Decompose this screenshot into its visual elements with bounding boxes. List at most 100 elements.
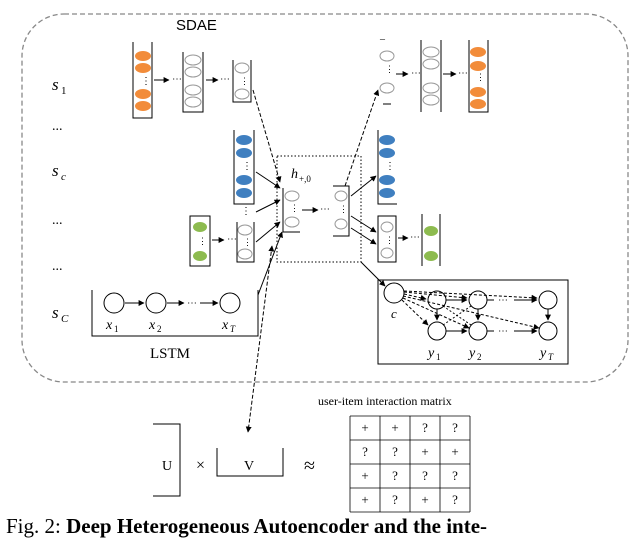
matrix-cell: +: [361, 420, 368, 435]
svg-text:+,0: +,0: [299, 174, 311, 184]
orange-unit: [135, 101, 151, 111]
svg-text:⋯: ⋯: [172, 74, 182, 85]
orange-unit: [135, 89, 151, 99]
orange-unit: [470, 47, 486, 57]
sdae-decoder-s1: _ ⋮ ⋯ ⋯ ⋮: [379, 30, 489, 113]
shared-hidden-layer: h +,0 ⋮ ⋯ ⋮: [276, 155, 362, 263]
svg-text:⋮: ⋮: [385, 64, 394, 74]
svg-text:h: h: [291, 167, 298, 182]
svg-text:y: y: [467, 346, 476, 361]
orange-unit: [135, 51, 151, 61]
caption-title: Deep Heterogeneous Autoencoder and the i…: [66, 514, 488, 538]
matrix-title: user-item interaction matrix: [318, 394, 452, 408]
svg-text:⋯: ⋯: [187, 298, 197, 309]
matrix-cell: ?: [452, 468, 458, 483]
green-unit: [424, 226, 438, 236]
sdae-label: SDAE: [176, 17, 217, 34]
matrix-cell: +: [361, 492, 368, 507]
svg-text:x: x: [105, 318, 113, 333]
sdae-encoder-green: ⋮ ⋯ ⋮: [189, 215, 255, 267]
approx-sign: ≈: [304, 455, 315, 477]
svg-text:_: _: [379, 30, 386, 41]
matrix-cell: ?: [452, 420, 458, 435]
matrix-cell: +: [421, 444, 428, 459]
row-label-sc: s c: [52, 161, 66, 183]
svg-text:⋮: ⋮: [339, 204, 348, 214]
model-frame: [21, 13, 629, 383]
lstm-encoder: ⋯ x 1 x 2 x T: [91, 290, 259, 337]
blue-unit: [236, 188, 252, 198]
svg-text:⋯: ⋯: [458, 68, 468, 79]
svg-text:T: T: [230, 324, 236, 334]
encoder-to-hidden-arrows: [252, 89, 283, 296]
svg-text:s: s: [52, 303, 59, 322]
row-label-s1: s 1: [52, 75, 67, 97]
svg-text:⋯: ⋯: [320, 204, 330, 215]
svg-text:1: 1: [436, 352, 441, 362]
hidden-to-v-arrow: [245, 245, 275, 433]
times-sign: ×: [196, 457, 205, 474]
svg-text:⋯: ⋯: [498, 295, 508, 306]
blue-unit: [379, 175, 395, 185]
svg-text:1: 1: [61, 85, 67, 97]
svg-text:⋯: ⋯: [410, 232, 420, 243]
svg-text:c: c: [391, 306, 397, 321]
blue-unit: [379, 188, 395, 198]
svg-text:1: 1: [114, 324, 119, 334]
blue-unit: [379, 148, 395, 158]
matrix-cell: +: [451, 444, 458, 459]
caption-prefix: Fig. 2:: [6, 514, 67, 538]
interaction-matrix: ++????+++???+?+?: [349, 415, 471, 513]
svg-text:s: s: [52, 161, 59, 180]
row-dots-2: ...: [52, 213, 63, 228]
orange-unit: [470, 87, 486, 97]
sdae-encoder-s1: ⋮ ⋯ ⋯ ⋮: [132, 42, 252, 119]
svg-text:x: x: [221, 318, 229, 333]
sdae-encoder-sc: ⋮ ⋮: [233, 130, 255, 217]
lstm-label: LSTM: [150, 346, 190, 362]
matrix-cell: ?: [392, 492, 398, 507]
matrix-factorization: U × V ≈: [153, 423, 315, 497]
matrix-cell: ?: [392, 444, 398, 459]
svg-text:s: s: [52, 75, 59, 94]
svg-text:x: x: [148, 318, 156, 333]
svg-text:⋯: ⋯: [220, 74, 230, 85]
green-unit: [193, 251, 207, 261]
svg-text:⋮: ⋮: [476, 72, 485, 82]
svg-text:2: 2: [477, 352, 482, 362]
blue-unit: [236, 148, 252, 158]
matrix-cell: +: [391, 420, 398, 435]
svg-text:⋯: ⋯: [498, 326, 508, 337]
svg-text:⋮: ⋮: [240, 76, 249, 86]
svg-text:y: y: [426, 346, 435, 361]
lstm-decoder: c ⋯ ⋯ y 1 y 2 y T: [377, 279, 569, 365]
v-matrix-label: V: [244, 459, 254, 474]
row-dots-3: ...: [52, 259, 63, 274]
figure-caption: Fig. 2: Deep Heterogeneous Autoencoder a…: [6, 514, 640, 539]
sdae-decoder-green: ⋮ ⋯: [377, 214, 441, 266]
orange-unit: [135, 63, 151, 73]
blue-unit: [236, 135, 252, 145]
u-matrix-label: U: [162, 459, 172, 474]
svg-text:⋮: ⋮: [243, 237, 252, 247]
orange-unit: [470, 99, 486, 109]
matrix-cell: ?: [422, 420, 428, 435]
green-unit: [424, 251, 438, 261]
blue-unit: [379, 135, 395, 145]
svg-text:y: y: [538, 346, 547, 361]
svg-text:⋮: ⋮: [242, 161, 252, 172]
svg-text:T: T: [548, 352, 554, 362]
row-dots-1: ...: [52, 119, 63, 134]
svg-text:⋯: ⋯: [227, 234, 237, 245]
matrix-cell: +: [361, 468, 368, 483]
orange-unit: [470, 61, 486, 71]
svg-text:c: c: [61, 171, 66, 183]
svg-text:⋮: ⋮: [141, 76, 151, 87]
green-unit: [193, 222, 207, 232]
matrix-cell: ?: [422, 468, 428, 483]
matrix-cell: +: [421, 492, 428, 507]
svg-text:⋮: ⋮: [385, 161, 395, 172]
matrix-cell: ?: [452, 492, 458, 507]
svg-text:⋮: ⋮: [385, 235, 394, 245]
